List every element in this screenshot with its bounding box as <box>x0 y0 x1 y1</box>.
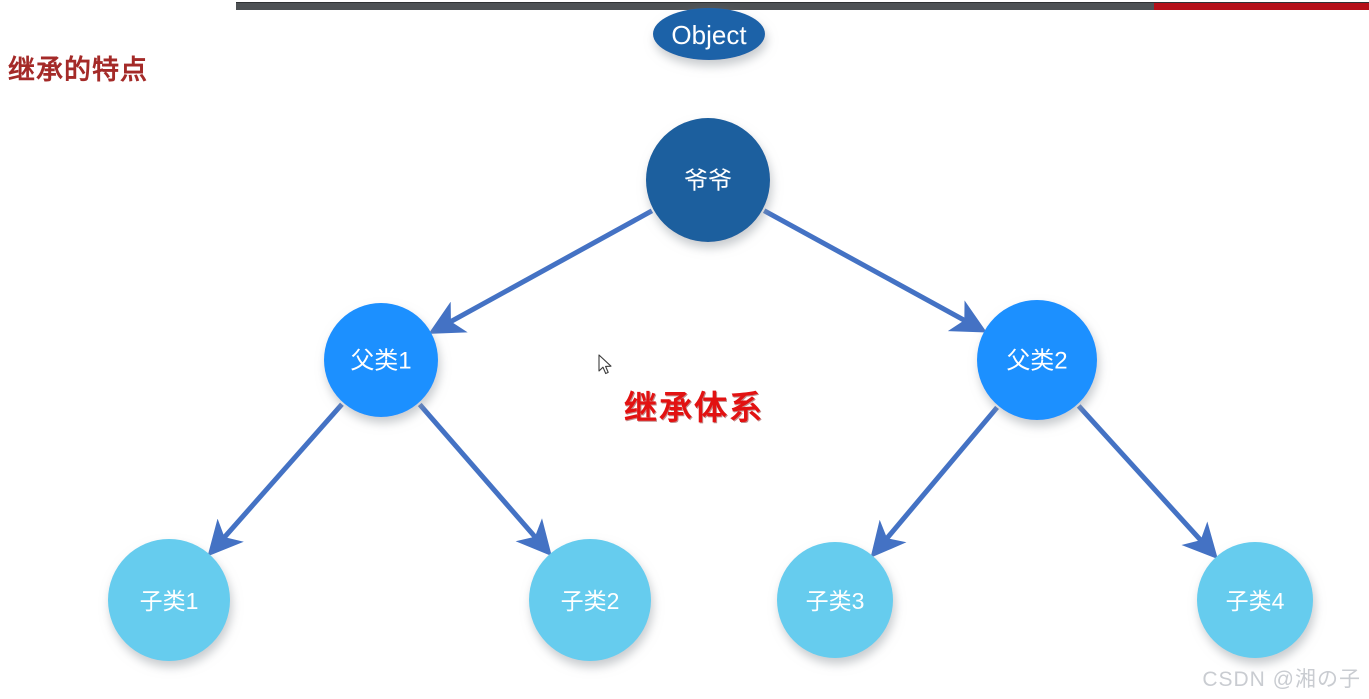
node-shape-child1 <box>108 539 230 661</box>
node-label-child1: 子类1 <box>140 588 199 614</box>
node-shape-child3 <box>777 542 893 658</box>
node-label-child3: 子类3 <box>806 588 865 614</box>
node-child1[interactable]: 子类1 <box>108 539 230 661</box>
node-label-child2: 子类2 <box>561 588 620 614</box>
video-progress-played[interactable] <box>1153 3 1369 10</box>
node-shape-grandpa <box>646 118 770 242</box>
node-child2[interactable]: 子类2 <box>529 539 651 661</box>
node-child3[interactable]: 子类3 <box>777 542 893 658</box>
node-object[interactable]: Object <box>653 8 765 60</box>
page-title: 继承的特点 <box>8 55 148 85</box>
node-shape-child4 <box>1197 542 1313 658</box>
node-label-parent2: 父类2 <box>1006 348 1067 375</box>
node-label-object: Object <box>671 20 747 50</box>
edge-parent2-to-child4 <box>1076 404 1218 560</box>
edge-grandpa-to-parent1 <box>428 208 654 334</box>
node-child4[interactable]: 子类4 <box>1197 542 1313 658</box>
node-shape-parent2 <box>977 300 1097 420</box>
node-label-parent1: 父类1 <box>350 348 411 375</box>
node-parent2[interactable]: 父类2 <box>977 300 1097 420</box>
video-progress-bar[interactable] <box>236 2 1369 10</box>
node-label-grandpa: 爷爷 <box>684 168 732 195</box>
edge-grandpa-to-parent2 <box>762 208 987 333</box>
node-shape-object <box>653 8 765 60</box>
center-annotation: 继承体系 <box>624 389 764 426</box>
edge-parent1-to-child2 <box>417 402 552 557</box>
arrow-pointer-cursor <box>598 354 612 375</box>
watermark: CSDN @湘の子 <box>1202 668 1361 691</box>
node-shape-parent1 <box>324 303 438 417</box>
node-shape-child2 <box>529 539 651 661</box>
node-grandpa[interactable]: 爷爷 <box>646 118 770 242</box>
edge-layer <box>207 208 1218 560</box>
node-parent1[interactable]: 父类1 <box>324 303 438 417</box>
edge-parent1-to-child1 <box>207 402 344 557</box>
node-label-child4: 子类4 <box>1226 588 1285 614</box>
edge-parent2-to-child3 <box>870 405 999 558</box>
